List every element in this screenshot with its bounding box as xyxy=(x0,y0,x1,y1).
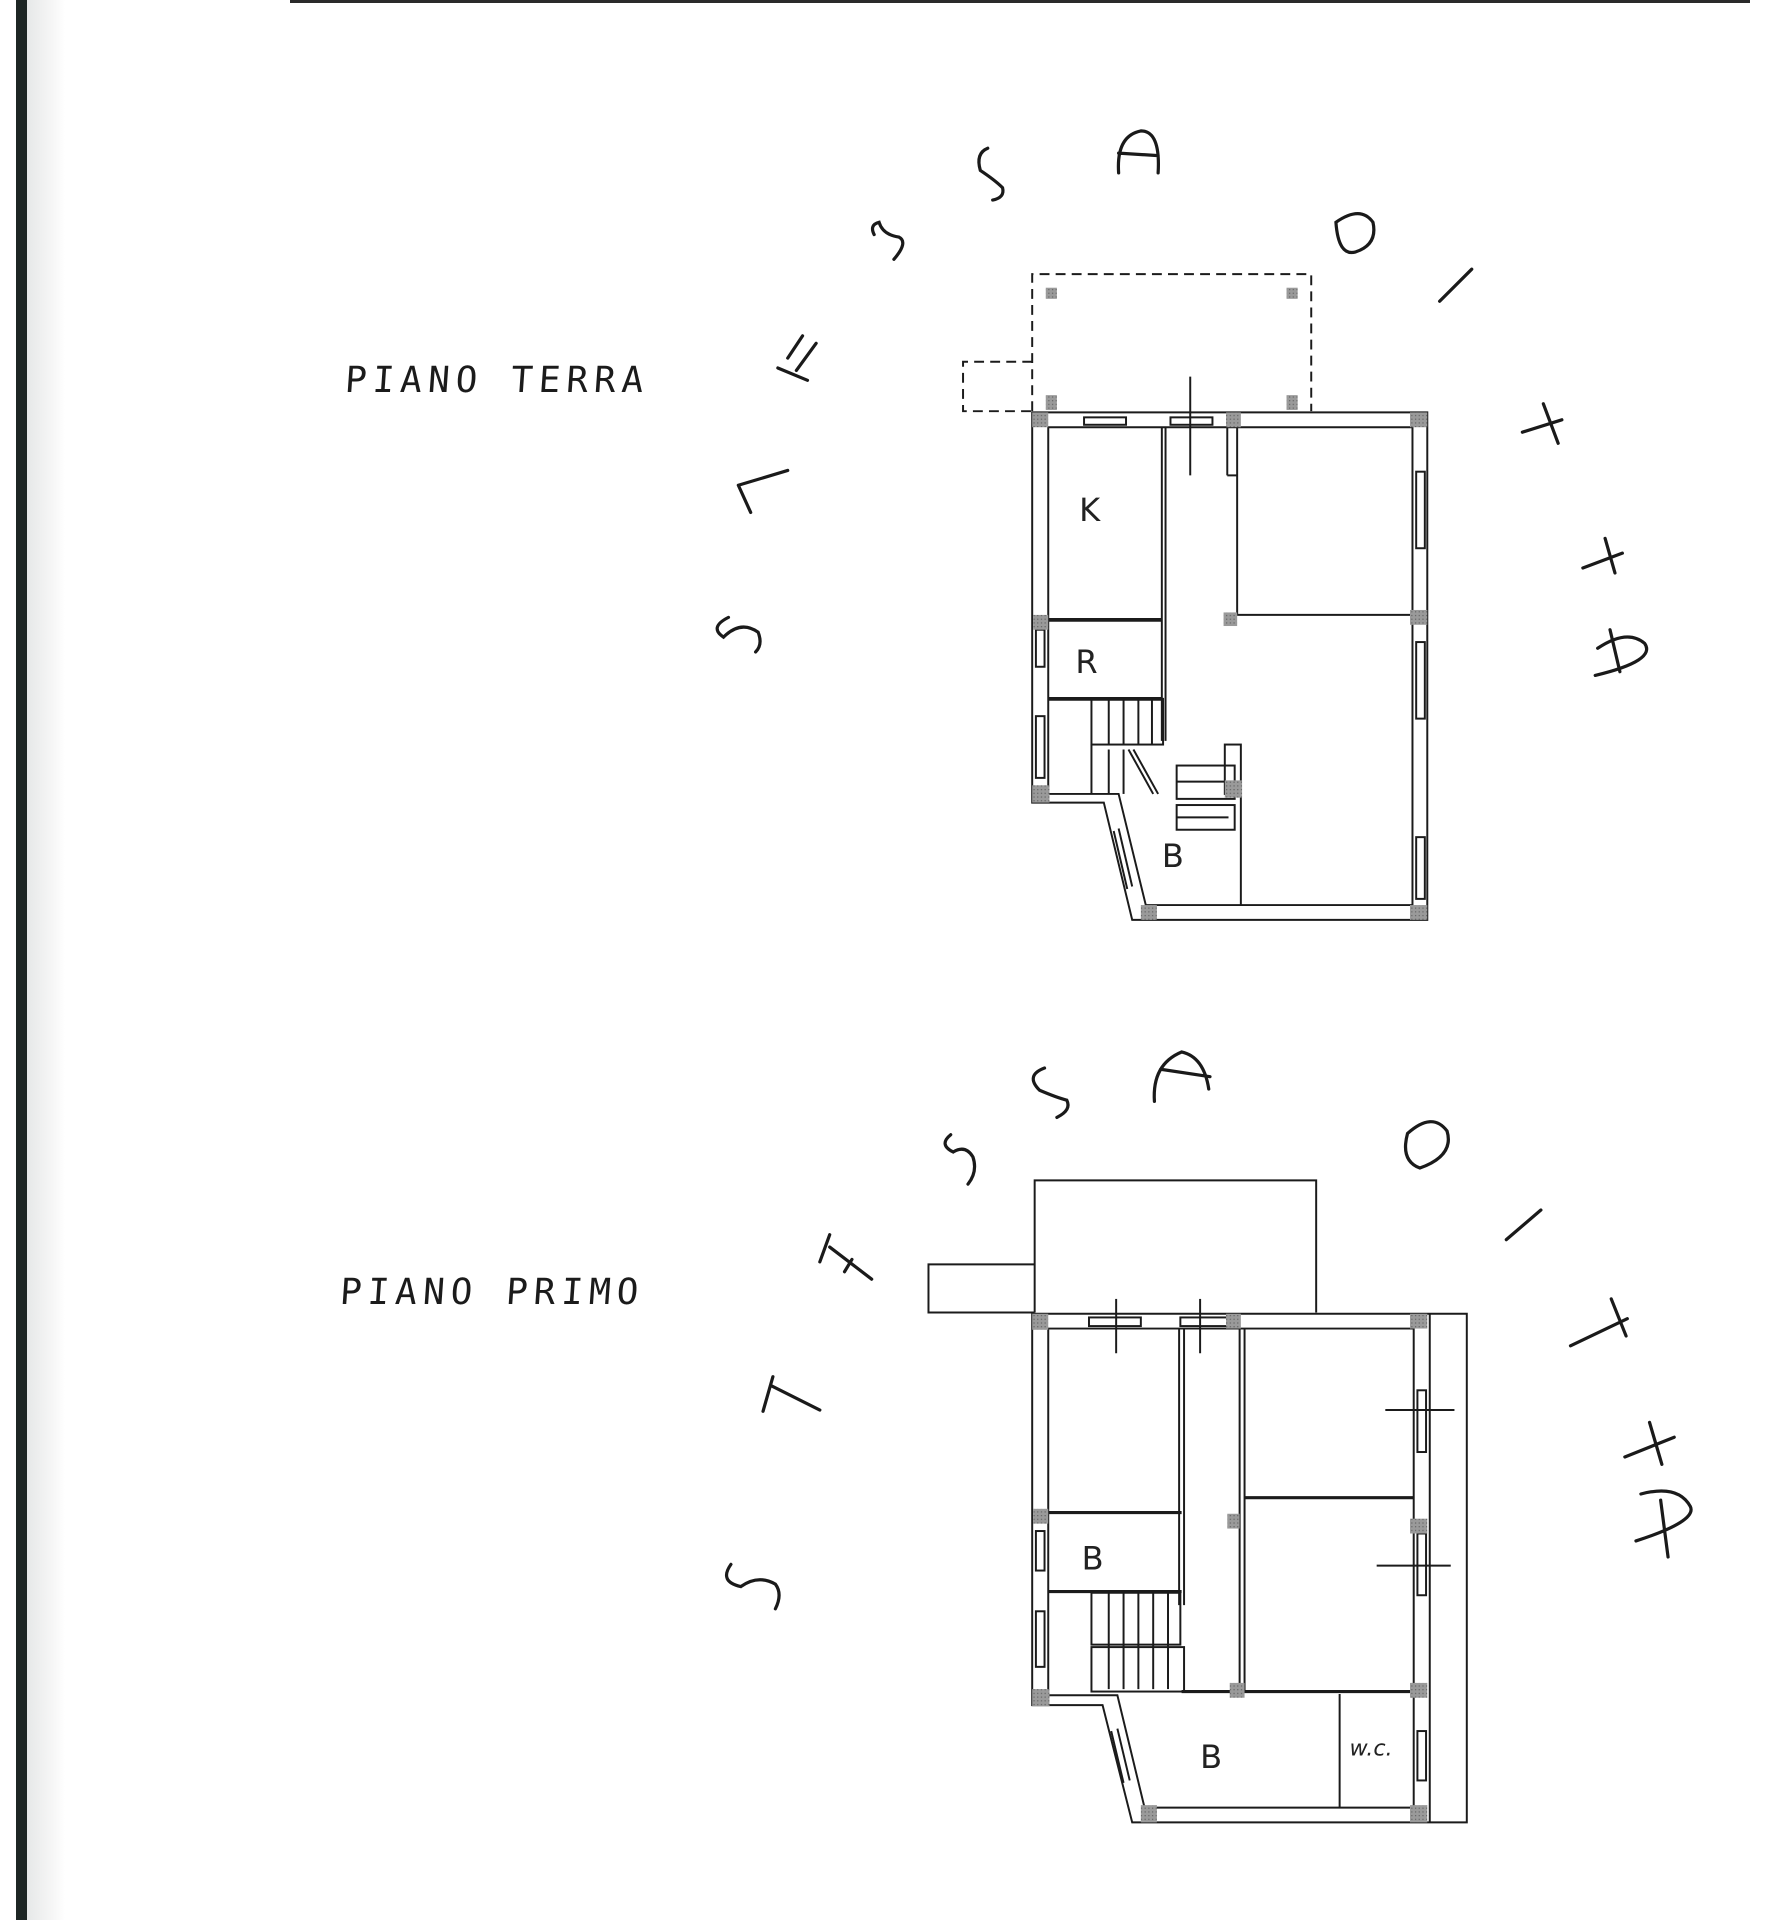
room-label-r: R xyxy=(1075,643,1097,681)
watermark-first xyxy=(724,1050,1693,1611)
first-floor-plan xyxy=(927,1179,1468,1824)
scan-top-edge xyxy=(290,0,1750,3)
scan-border-left xyxy=(16,0,27,1920)
scan-border-shade xyxy=(27,0,65,1920)
room-label-k: K xyxy=(1079,491,1101,529)
room-label-b-ground: B xyxy=(1162,837,1184,875)
room-label-wc: w.c. xyxy=(1350,1736,1393,1762)
room-label-b-first-1: B xyxy=(1082,1539,1104,1577)
room-label-b-first-2: B xyxy=(1200,1738,1222,1776)
watermark-ground xyxy=(715,129,1649,678)
ground-floor-plan xyxy=(962,273,1429,921)
